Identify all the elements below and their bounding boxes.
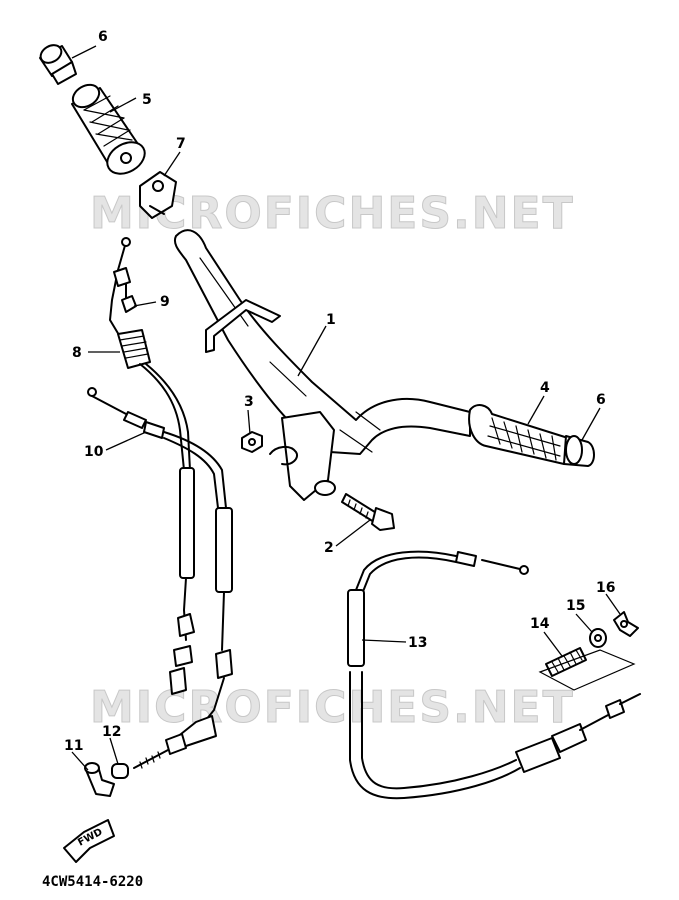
callout-11: 11	[64, 738, 83, 754]
callout-5: 5	[142, 92, 152, 108]
fwd-arrow-icon: FWD	[63, 819, 115, 863]
callout-7: 7	[176, 136, 186, 152]
wing-nut-part	[613, 611, 639, 637]
drawing-code: 4CW5414-6220	[42, 874, 143, 890]
handlebar-part	[174, 229, 471, 501]
cable-cap-part	[111, 763, 129, 779]
leader-lines	[71, 45, 621, 771]
nut-part	[241, 431, 263, 453]
callout-4: 4	[540, 380, 550, 396]
adjuster-nut-part	[589, 628, 607, 648]
assembly-outline	[538, 649, 636, 691]
callout-13: 13	[408, 635, 427, 651]
callout-15: 15	[566, 598, 585, 614]
bolt-part	[341, 493, 395, 531]
callout-14: 14	[530, 616, 550, 632]
callout-8: 8	[72, 345, 82, 361]
throttle-housing-part	[139, 171, 177, 219]
callout-12: 12	[102, 724, 121, 740]
callout-10: 10	[84, 444, 104, 460]
callout-16: 16	[596, 580, 615, 596]
throttle-grip-part	[71, 83, 146, 175]
grip-end-cap-part	[39, 44, 77, 85]
left-cable-assembly-part	[109, 237, 195, 695]
elbow-fitting-part	[84, 762, 115, 797]
throttle-cable-part	[87, 387, 233, 769]
screw-part	[121, 283, 137, 313]
right-grip-end-cap-part	[563, 435, 595, 467]
callout-2: 2	[324, 540, 334, 556]
watermark-bottom: MICROFICHES.NET	[90, 682, 575, 733]
brake-cable-part	[347, 550, 641, 800]
callout-1: 1	[326, 312, 336, 328]
callout-3: 3	[244, 394, 254, 410]
callout-6-right: 6	[596, 392, 606, 408]
callout-6-top: 6	[98, 29, 108, 45]
right-grip-part	[468, 404, 569, 465]
callout-9: 9	[160, 294, 170, 310]
